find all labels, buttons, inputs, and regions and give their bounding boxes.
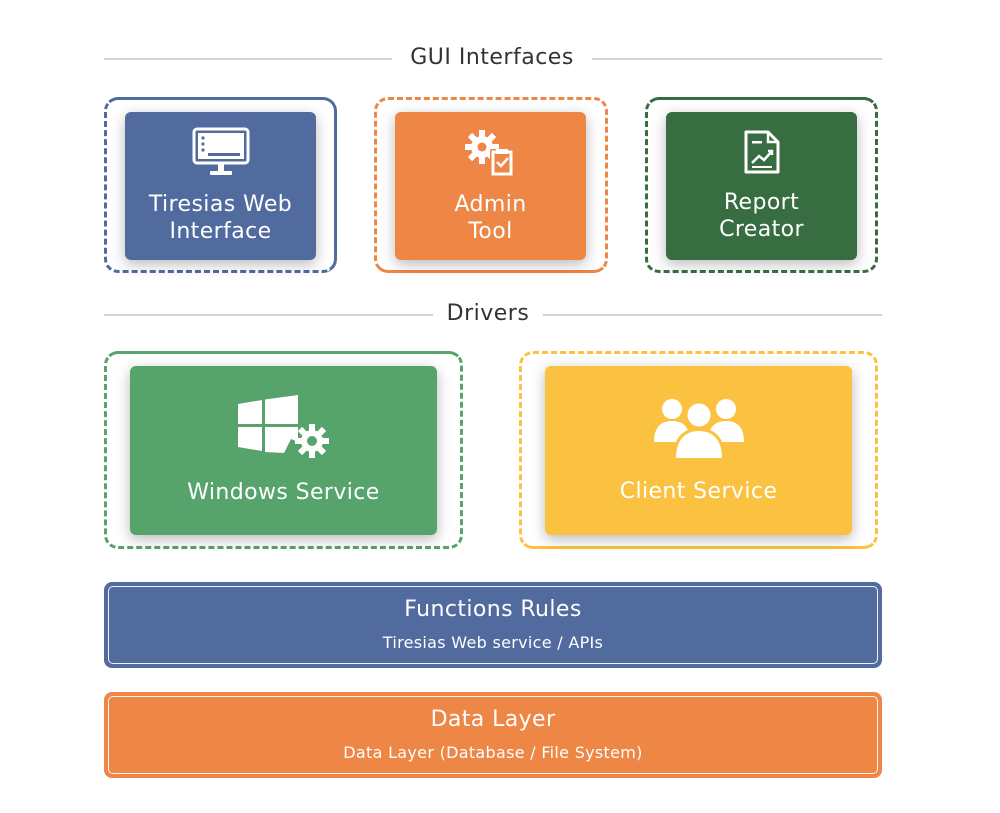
functions-rules-inner-border <box>108 586 878 664</box>
windows-service-card[interactable]: Windows Service <box>130 366 437 535</box>
monitor-icon <box>192 127 249 175</box>
admin-tool-label: Admin Tool <box>454 192 527 244</box>
drivers-rule-left <box>104 314 433 316</box>
data-layer-title: Data Layer <box>430 707 556 733</box>
drivers-rule-right <box>543 314 882 316</box>
web-interface-card[interactable]: Tiresias Web Interface <box>125 112 316 260</box>
functions-rules-bar[interactable]: Functions Rules Tiresias Web service / A… <box>104 582 882 668</box>
functions-rules-subtitle: Tiresias Web service / APIs <box>382 632 604 652</box>
report-chart-icon <box>744 130 779 174</box>
gui-section-title: GUI Interfaces <box>410 45 574 70</box>
report-creator-card[interactable]: Report Creator <box>666 112 857 260</box>
drivers-section-title: Drivers <box>446 301 530 326</box>
data-layer-bar[interactable]: Data Layer Data Layer (Database / File S… <box>104 692 882 778</box>
data-layer-subtitle: Data Layer (Database / File System) <box>343 742 643 762</box>
gui-rule-right <box>592 58 882 60</box>
gear-checklist-icon <box>464 130 514 177</box>
client-service-frame <box>519 351 878 549</box>
admin-tool-frame-top <box>374 97 608 273</box>
client-service-card[interactable]: Client Service <box>545 366 852 535</box>
windows-gear-icon <box>237 395 329 458</box>
windows-service-label: Windows Service <box>187 480 380 505</box>
web-interface-frame-right <box>104 157 337 273</box>
functions-rules-title: Functions Rules <box>404 597 582 623</box>
admin-tool-card[interactable]: Admin Tool <box>395 112 586 260</box>
gui-rule-left <box>104 58 392 60</box>
users-group-icon <box>653 399 744 458</box>
client-service-label: Client Service <box>619 479 778 504</box>
data-layer-inner-border <box>108 696 878 774</box>
windows-service-frame <box>104 351 463 549</box>
report-creator-frame <box>645 97 878 273</box>
web-interface-label: Tiresias Web Interface <box>148 192 293 244</box>
report-creator-label: Report Creator <box>719 190 804 242</box>
